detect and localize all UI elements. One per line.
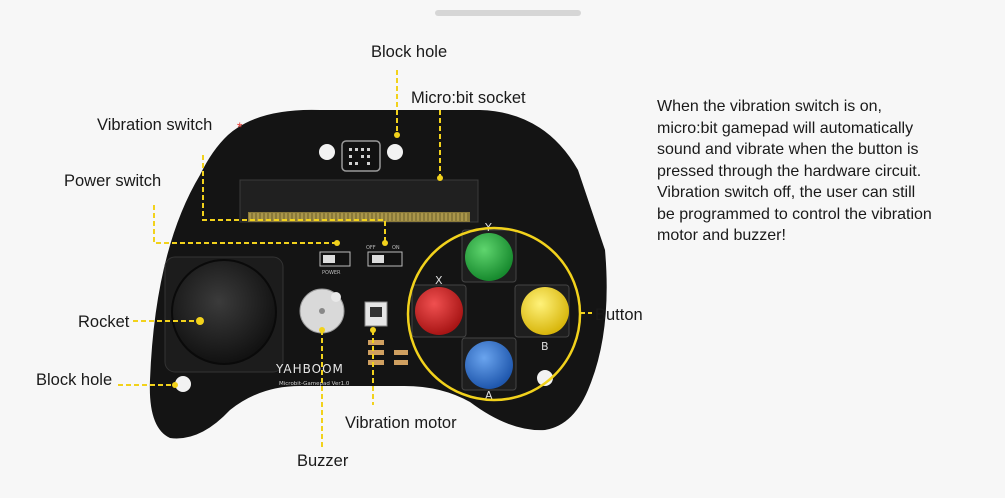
power-label: POWER [322, 270, 341, 276]
label-microbit-socket: Micro:bit socket [411, 89, 526, 107]
btn-label-b: B [541, 340, 549, 353]
description-line: be programmed to control the vibration [657, 205, 932, 223]
block-hole-left [175, 376, 191, 392]
button-y[interactable] [461, 229, 517, 283]
board-brand: YAHBOOM [275, 362, 344, 376]
button-b[interactable] [514, 284, 570, 338]
block-hole-top-right [387, 144, 403, 160]
board-model: Microbit-Gamepad Ver1.0 [279, 381, 350, 387]
btn-label-x: X [435, 274, 443, 287]
on-label: ON [392, 245, 400, 251]
label-power-switch: Power switch [64, 172, 162, 190]
description-text: When the vibration switch is on, micro:b… [657, 96, 987, 247]
description-line: motor and buzzer! [657, 227, 786, 244]
label-block-hole-left: Block hole [36, 371, 113, 389]
block-hole-right [537, 370, 553, 386]
annotation-lines [118, 70, 592, 448]
btn-label-a: A [485, 389, 493, 402]
off-label: OFF [366, 245, 376, 251]
button-x[interactable] [411, 284, 467, 338]
joystick-knob[interactable] [171, 259, 277, 365]
description-line: Vibration switch off, the user can still [657, 184, 916, 201]
asterisk-icon: * [237, 119, 243, 135]
description-line: micro:bit gamepad will automatically [657, 119, 914, 137]
description-line: pressed through the hardware circuit. [657, 162, 922, 180]
label-vibration-switch: Vibration switch [97, 116, 213, 134]
scroll-handle[interactable] [435, 10, 581, 16]
description-line: When the vibration switch is on, [657, 98, 882, 115]
description-line: sound and vibrate when the button is [657, 141, 919, 158]
block-hole-top-left [319, 144, 335, 160]
label-button: Button [595, 306, 643, 324]
label-block-hole-top: Block hole [371, 43, 448, 61]
button-a[interactable] [461, 337, 517, 391]
label-vibration-motor: Vibration motor [345, 414, 457, 432]
label-buzzer: Buzzer [297, 452, 349, 470]
leader-vibration-switch [202, 155, 386, 243]
leader-power-switch [153, 205, 337, 244]
label-rocket: Rocket [78, 313, 130, 331]
